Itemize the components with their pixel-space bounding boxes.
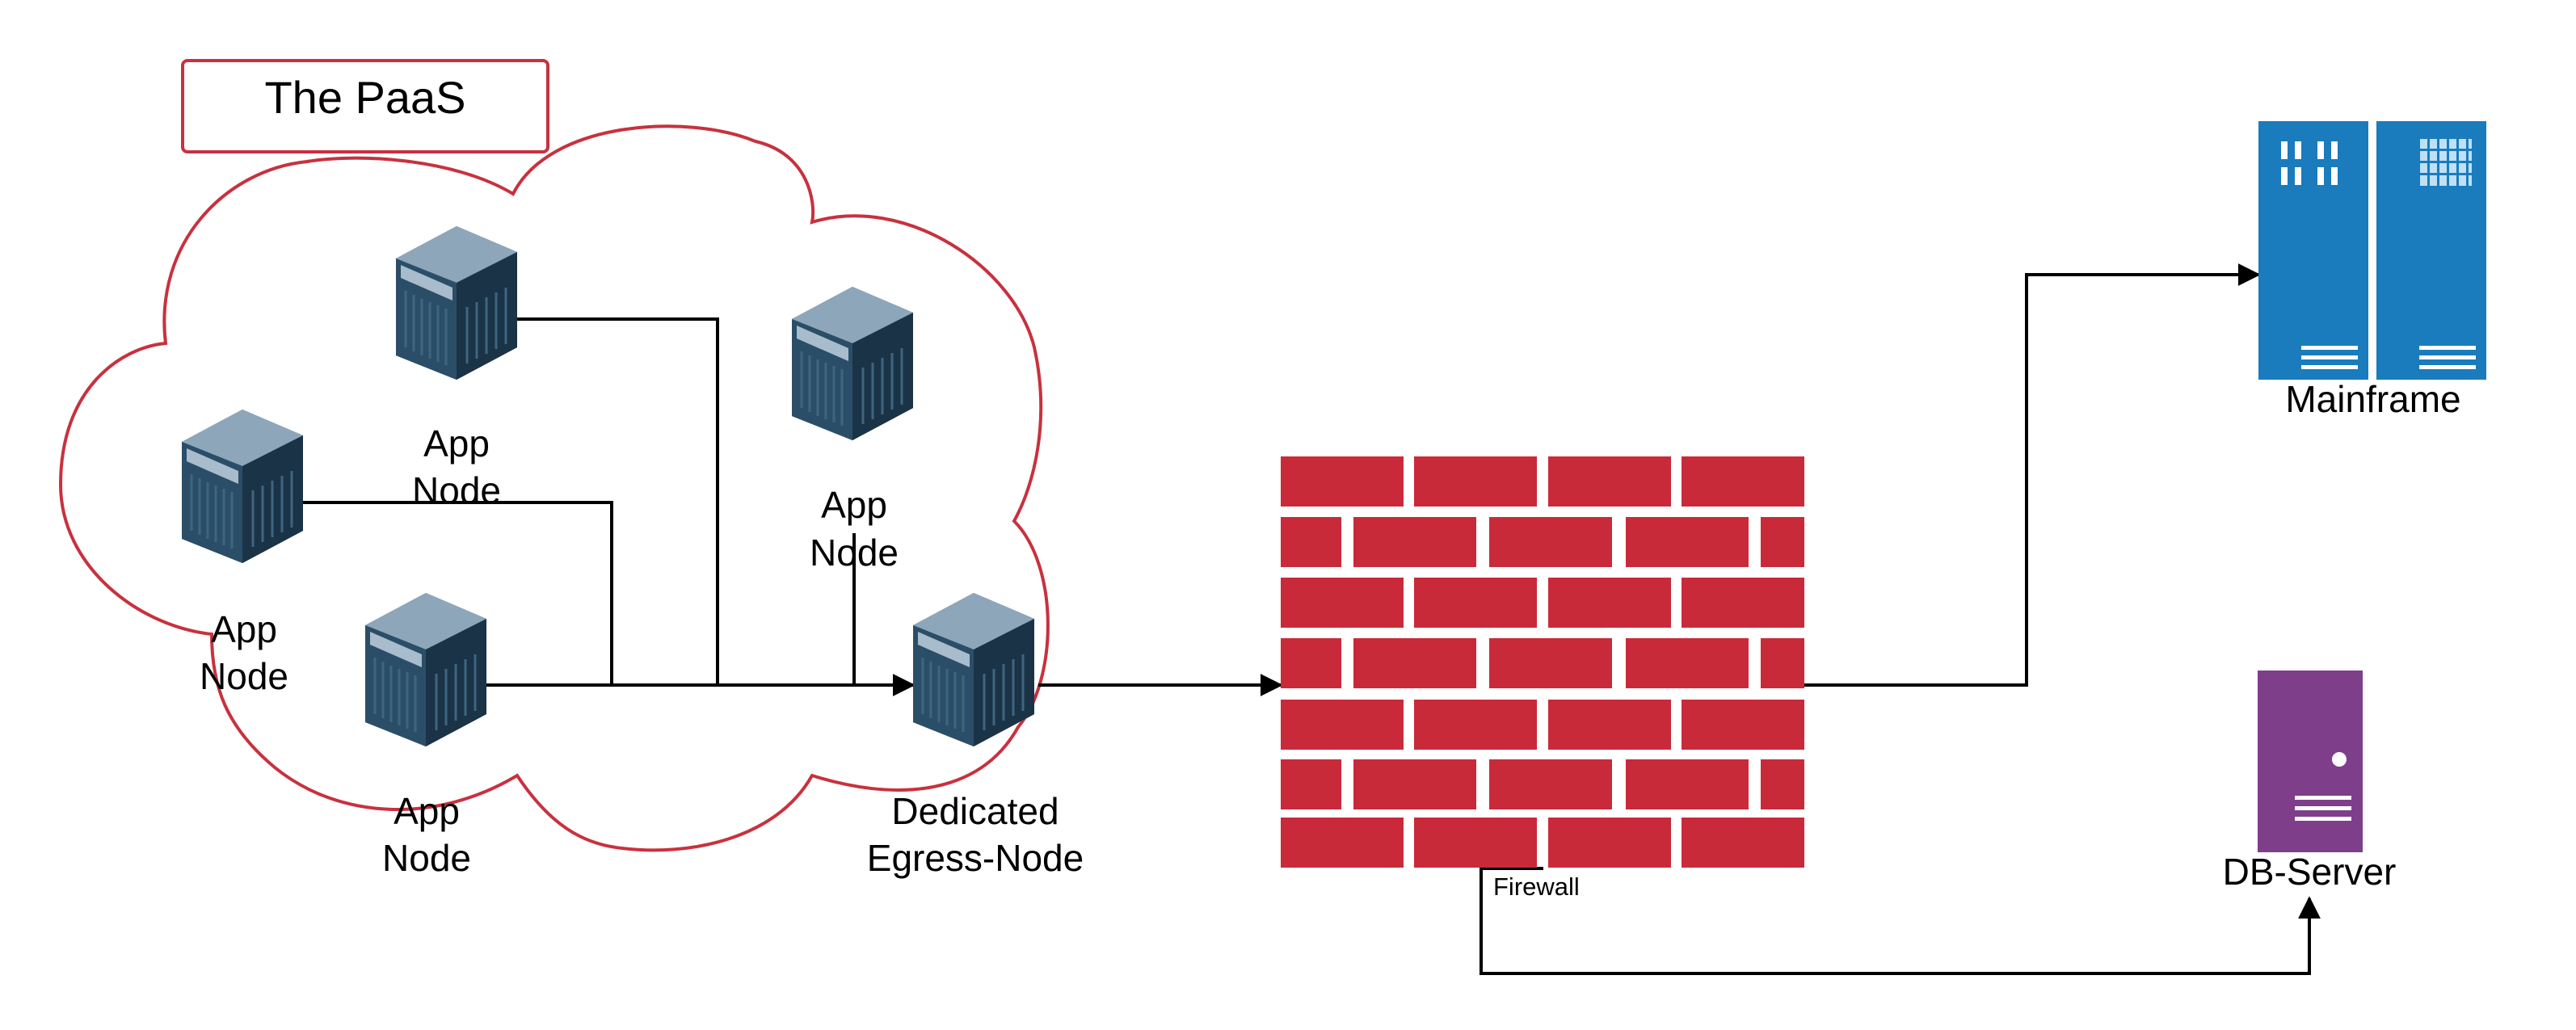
app-node-3-label-line2: Node — [810, 532, 899, 574]
app-node-1-label-line1: App — [211, 608, 277, 650]
db-server-label: DB-Server — [2223, 851, 2397, 893]
egress-node-label-line2: Egress-Node — [867, 837, 1084, 879]
app-node-2-label-line2: Node — [412, 469, 501, 511]
db-server-icon — [2258, 671, 2363, 852]
link-firewall-mainframe — [1802, 263, 2261, 687]
egress-node-label-line1: Dedicated — [891, 790, 1059, 832]
link-node2-bus — [515, 317, 719, 685]
app-node-1-label-line2: Node — [200, 655, 288, 697]
app-node-2-label-line1: App — [423, 423, 490, 465]
paas-title-box — [181, 59, 549, 153]
app-node-4-label-line1: App — [394, 790, 460, 832]
mainframe-icon — [2258, 121, 2486, 380]
firewall-label: Firewall — [1493, 872, 1580, 901]
app-node-2-server — [394, 225, 519, 381]
app-node-4-server — [364, 591, 488, 748]
app-node-4-label-line2: Node — [382, 837, 471, 879]
egress-node-server — [911, 591, 1036, 748]
paas-cloud — [58, 124, 1050, 852]
app-node-3-label-line1: App — [821, 484, 887, 526]
app-node-3-server — [790, 285, 915, 442]
firewall-icon — [1281, 456, 1804, 868]
app-node-1-server — [180, 408, 305, 565]
paas-title: The PaaS — [264, 72, 465, 123]
link-firewall-db — [1480, 867, 2321, 975]
link-node1-bus — [303, 501, 613, 685]
mainframe-label: Mainframe — [2285, 378, 2460, 420]
